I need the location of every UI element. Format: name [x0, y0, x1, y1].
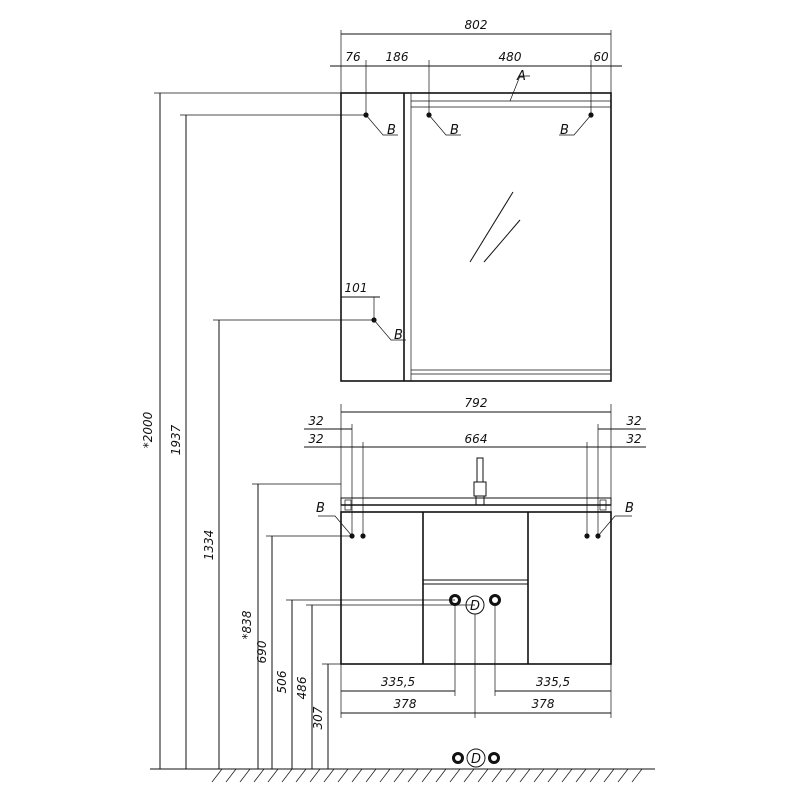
- floor-hatch: [449, 768, 461, 783]
- point-label-b: B: [316, 501, 325, 516]
- dimension-edge-offset: 32: [308, 414, 323, 428]
- floor-hatch: [477, 768, 489, 783]
- floor-hatch: [295, 768, 307, 783]
- height-690: 690: [255, 640, 269, 663]
- floor-hatch: [281, 768, 293, 783]
- dimension-segment: 76: [345, 50, 361, 64]
- dimension-half-inner: 335,5: [381, 675, 415, 689]
- dimension-inner-width: 664: [465, 432, 488, 446]
- height-1937: 1937: [169, 424, 183, 455]
- floor-hatch: [519, 768, 531, 783]
- floor-hatch: [309, 768, 321, 783]
- leader-line: [597, 515, 632, 537]
- label-a: A: [516, 69, 526, 84]
- point-label-b: B: [394, 328, 403, 343]
- floor-hatch: [533, 768, 545, 783]
- floor-hatch: [505, 768, 517, 783]
- side-fitting: [344, 499, 352, 511]
- dimension-edge-offset: 32: [308, 432, 323, 446]
- leader-line: [509, 75, 530, 102]
- height-838: *838: [240, 610, 254, 639]
- water-inlet-icon: [488, 752, 500, 764]
- mirror-reflection-mark: [469, 191, 514, 263]
- floor-hatch: [323, 768, 335, 783]
- dimension-edge-offset: 32: [626, 414, 641, 428]
- height-2000: *2000: [141, 411, 155, 448]
- floor-hatch: [575, 768, 587, 783]
- point-label-b: B: [625, 501, 634, 516]
- mirror-cabinet: B B B B 802 76 186 480 60 A 101: [330, 18, 622, 382]
- dimension-segment: 480: [499, 50, 522, 64]
- height-506: 506: [275, 670, 289, 693]
- drain-icon: D: [466, 748, 486, 768]
- floor-hatch: [547, 768, 559, 783]
- floor-hatch: [491, 768, 503, 783]
- point-label-b: B: [387, 123, 396, 138]
- dimension-segment: 60: [593, 50, 609, 64]
- floor-hatch: [407, 768, 419, 783]
- floor-hatch: [253, 768, 265, 783]
- mirror-reflection-mark-2: [483, 219, 521, 263]
- height-1334: 1334: [202, 530, 216, 561]
- dimension-half-outer: 378: [532, 697, 555, 711]
- water-inlet-icon: [452, 752, 464, 764]
- height-486: 486: [295, 676, 309, 699]
- dimension-side-offset: 101: [345, 281, 368, 295]
- leader-line: [365, 114, 398, 136]
- floor-line: [150, 768, 655, 783]
- leader-line: [373, 319, 406, 341]
- dimension-overall-width: 792: [465, 396, 488, 410]
- floor-hatch: [337, 768, 349, 783]
- height-307: 307: [311, 706, 325, 729]
- floor-hatch: [631, 768, 643, 783]
- floor-hatch: [561, 768, 573, 783]
- dimension-edge-offset: 32: [626, 432, 641, 446]
- leader-line: [428, 114, 461, 136]
- floor-hatch: [463, 768, 475, 783]
- point-label-b: B: [560, 123, 569, 138]
- floor-drain-label: D: [471, 752, 481, 767]
- drain-label: D: [470, 599, 480, 614]
- side-fitting: [599, 499, 607, 511]
- vanity-body: [340, 511, 612, 665]
- dimension-half-inner: 335,5: [536, 675, 570, 689]
- floor-hatch: [603, 768, 615, 783]
- point-label-b: B: [450, 123, 459, 138]
- floor-hatch: [589, 768, 601, 783]
- floor-hatch: [225, 768, 237, 783]
- dimension-segment: 186: [386, 50, 409, 64]
- floor-hatch: [393, 768, 405, 783]
- dimension-overall-width: 802: [465, 18, 488, 32]
- faucet-icon: [473, 457, 487, 506]
- height-dimensions: *2000 1937 1334 *838 690 506 486 307: [141, 92, 475, 769]
- floor-hatch: [379, 768, 391, 783]
- floor-hatch: [365, 768, 377, 783]
- leader-line: [559, 114, 592, 136]
- dimension-half-outer: 378: [394, 697, 417, 711]
- floor-hatch: [617, 768, 629, 783]
- floor-hatch: [239, 768, 251, 783]
- floor-hatch: [421, 768, 433, 783]
- floor-connection-symbol: D: [452, 748, 500, 768]
- floor-hatch: [267, 768, 279, 783]
- floor-hatch: [351, 768, 363, 783]
- water-inlet-icon: [489, 594, 501, 606]
- vanity-unit: B B D 792 32 32 32 664 32: [304, 396, 646, 718]
- floor-hatch: [211, 768, 223, 783]
- mirror-cabinet-outline: [340, 92, 612, 382]
- leader-line: [318, 515, 353, 537]
- floor-hatch: [435, 768, 447, 783]
